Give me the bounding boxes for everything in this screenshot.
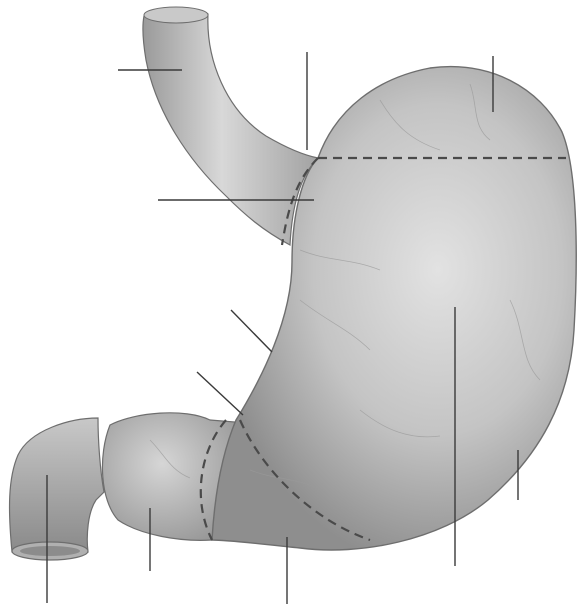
esophagus-shape xyxy=(143,9,318,245)
esophagus-opening xyxy=(144,7,208,23)
angular-notch-leader xyxy=(197,372,243,415)
duodenum-lumen xyxy=(20,546,80,556)
duodenum-shape xyxy=(10,418,104,552)
lesser-curvature-leader xyxy=(231,310,272,352)
